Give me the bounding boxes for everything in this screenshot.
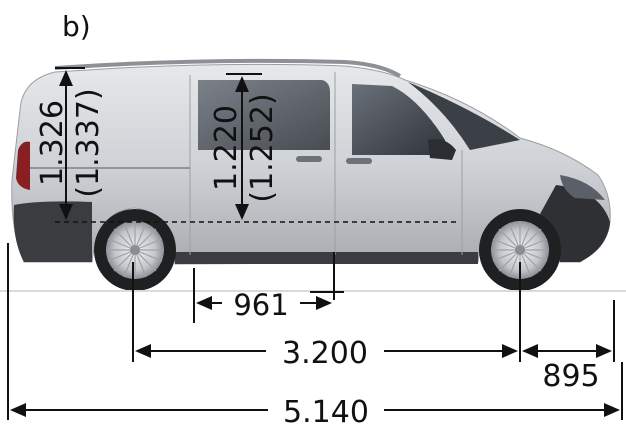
rear-bumper xyxy=(13,201,92,262)
door-handle-front xyxy=(346,158,372,164)
overall-length-label: 5.140 xyxy=(283,395,369,430)
load-height-alt-label: (1.337) xyxy=(71,88,106,197)
door-width-label: 961 xyxy=(233,288,288,322)
van-illustration xyxy=(0,58,626,292)
front-wheel xyxy=(479,209,561,291)
front-overhang-label: 895 xyxy=(542,359,599,394)
windshield xyxy=(408,82,520,150)
roof-rail xyxy=(54,58,402,78)
wheelbase-label: 3.200 xyxy=(282,336,368,371)
rear-wheel xyxy=(94,209,176,291)
side-mirror xyxy=(428,139,456,160)
rear-light xyxy=(16,141,30,190)
door-height-label: 1.220 xyxy=(209,105,244,191)
door-height-alt-label: (1.252) xyxy=(245,93,280,202)
front-window xyxy=(352,84,448,155)
side-skirt xyxy=(175,252,478,264)
arrowheads xyxy=(10,70,620,417)
door-handle-sliding xyxy=(296,156,322,162)
load-height-label: 1.326 xyxy=(35,100,70,186)
cargo-window xyxy=(198,80,330,150)
headlight xyxy=(560,175,605,200)
panel-label: b) xyxy=(62,10,91,43)
